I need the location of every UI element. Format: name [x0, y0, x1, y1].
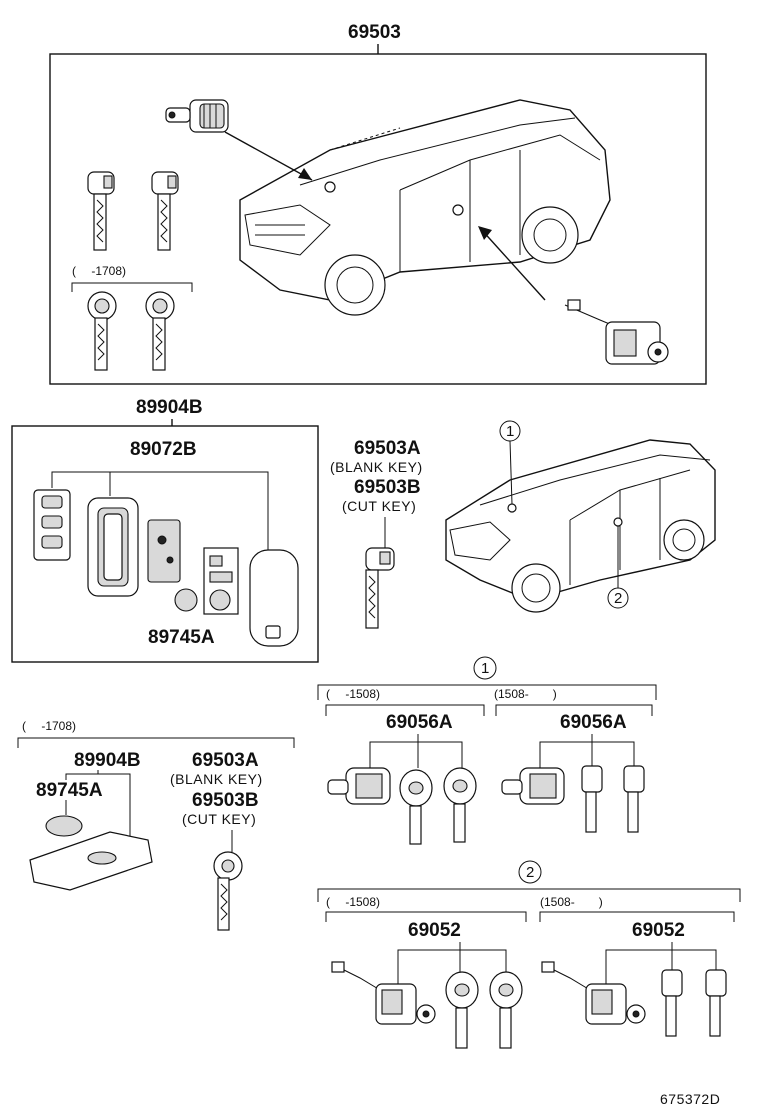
- smart-key-fob-icon: [29, 831, 153, 891]
- bracket-section-2: [317, 888, 741, 902]
- transmitter-case-icon: [87, 497, 139, 597]
- circuit-board-icon: [147, 519, 181, 583]
- battery-icon: [174, 588, 198, 612]
- label-89904B-bottom: 89904B: [74, 750, 141, 771]
- label-69052-left: 69052: [408, 920, 461, 941]
- battery-holder-icon: [203, 547, 239, 615]
- key-icon: [399, 769, 433, 845]
- key-icon: [445, 971, 479, 1049]
- drawing-number: 675372D: [660, 1091, 720, 1107]
- bracket-1708-bottom: [17, 737, 295, 748]
- label-89072B: 89072B: [130, 439, 197, 460]
- door-lock-cylinder-icon: [501, 767, 565, 805]
- label-69503B-bottom: 69503B: [192, 790, 259, 811]
- arrow-head-1: [298, 168, 312, 180]
- key-icon: [365, 547, 395, 629]
- callout-2-label: 2: [526, 864, 534, 881]
- ignition-cylinder-icon: [331, 961, 436, 1025]
- note-blank-key-center: (BLANK KEY): [330, 459, 423, 475]
- label-69052-right: 69052: [632, 920, 685, 941]
- key-icon: [151, 171, 179, 251]
- key-icon: [213, 851, 243, 931]
- callout-1-circle: [473, 656, 497, 680]
- smart-key-case-icon: [249, 549, 299, 647]
- note-cut-key-bottom: (CUT KEY): [182, 811, 256, 827]
- bracket-1708-top: [71, 282, 193, 292]
- frame-89904B: [11, 425, 319, 663]
- label-69503B-center: 69503B: [354, 477, 421, 498]
- label-69503A-center: 69503A: [354, 438, 421, 459]
- key-icon: [87, 171, 115, 251]
- key-icon: [623, 765, 645, 833]
- note-blank-key-bottom: (BLANK KEY): [170, 771, 263, 787]
- note-upto-1508-s2: ( -1508): [326, 895, 380, 909]
- bracket-section-1: [317, 684, 657, 700]
- key-icon: [581, 765, 603, 833]
- frame-69503: [49, 53, 707, 385]
- key-icon: [489, 971, 523, 1049]
- door-lock-cylinder-icon: [564, 299, 669, 365]
- key-icon: [443, 767, 477, 843]
- label-69056A-right: 69056A: [560, 712, 627, 733]
- battery-icon: [45, 815, 83, 837]
- door-lock-cylinder-icon: [327, 767, 391, 805]
- bracket-89072B: [51, 471, 269, 550]
- vehicle-illustration: [239, 99, 611, 316]
- key-icon: [145, 291, 175, 371]
- label-89904B-box: 89904B: [136, 397, 203, 418]
- arrow-head-2: [478, 226, 492, 240]
- label-69503A-bottom: 69503A: [192, 750, 259, 771]
- label-89745A-box: 89745A: [148, 627, 215, 648]
- note-upto-1708-bottom: ( -1708): [22, 719, 76, 733]
- ignition-cylinder-icon: [541, 961, 646, 1025]
- lock-cylinder-icon: [165, 99, 229, 133]
- key-icon: [661, 969, 683, 1037]
- callout-1-label-vehicle: 1: [506, 423, 514, 440]
- arrow-line-2: [479, 227, 546, 301]
- label-69503-top: 69503: [348, 22, 401, 43]
- vehicle-illustration-small: [445, 439, 716, 613]
- callout-1-label: 1: [481, 660, 489, 677]
- note-from-1508-s1: (1508- ): [494, 687, 557, 701]
- note-upto-1508-s1: ( -1508): [326, 687, 380, 701]
- key-icon: [87, 291, 117, 371]
- note-from-1508-s2: (1508- ): [540, 895, 603, 909]
- key-icon: [705, 969, 727, 1037]
- note-cut-key-center: (CUT KEY): [342, 498, 416, 514]
- arrow-line-1: [224, 131, 313, 181]
- label-69056A-left: 69056A: [386, 712, 453, 733]
- callout-2-label-vehicle: 2: [614, 590, 622, 607]
- key-button-pad-icon: [33, 489, 71, 561]
- note-upto-1708-top: ( -1708): [72, 264, 126, 278]
- label-89745A-bottom: 89745A: [36, 780, 103, 801]
- callout-2-circle: [518, 860, 542, 884]
